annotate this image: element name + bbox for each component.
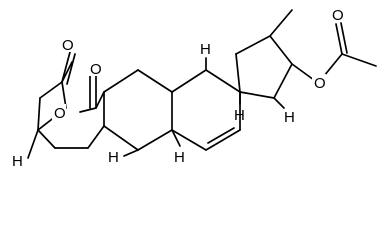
bond-h-bridge xyxy=(27,129,39,159)
bond-a2 xyxy=(37,97,41,131)
bond-e5 xyxy=(239,91,275,99)
bond-d1 xyxy=(171,69,207,93)
bond-a1 xyxy=(39,81,63,99)
bond-d5 xyxy=(171,129,207,151)
bond-k1 xyxy=(61,51,71,83)
bond-methyl xyxy=(269,9,293,37)
h-c14-label: H xyxy=(284,109,295,126)
bond-a3 xyxy=(37,129,56,149)
h-c5-label: H xyxy=(108,149,119,166)
bond-a8 xyxy=(61,81,67,109)
structure-diagram: O O O O O H H H H H H xyxy=(12,6,377,170)
bond-h-c5 xyxy=(123,149,139,157)
bond-d4 xyxy=(205,129,241,151)
bond-c1 xyxy=(103,69,139,93)
bond-d2 xyxy=(205,69,241,93)
ester-oxygen-label: O xyxy=(314,75,326,92)
atom-labels: O O O O O H H H H H H xyxy=(12,6,344,170)
bond-e1 xyxy=(235,53,241,93)
h-c6-label: H xyxy=(174,149,185,166)
h-bridgehead-label: H xyxy=(12,153,23,170)
bond-h-c6 xyxy=(171,129,181,147)
bond-f3 xyxy=(341,53,377,67)
bond-k2 xyxy=(66,53,76,85)
bonds xyxy=(27,9,377,159)
bond-e3 xyxy=(269,35,293,65)
bond-c4 xyxy=(137,129,173,151)
bond-b2 xyxy=(79,107,97,113)
bond-b1 xyxy=(95,91,105,109)
bond-f4 xyxy=(335,23,343,55)
bond-c2 xyxy=(137,69,173,93)
bond-h-c14 xyxy=(273,97,285,109)
bond-f5 xyxy=(340,22,348,54)
ketone-oxygen-label: O xyxy=(62,37,74,54)
acetyl-carbonyl-oxygen-label: O xyxy=(332,7,344,24)
h-c8-label: H xyxy=(234,107,245,124)
ring-oxygen-label: O xyxy=(54,105,66,122)
bond-e4 xyxy=(273,63,293,99)
bond-a5 xyxy=(87,125,105,149)
molecule-svg: O O O O O H H H H H H xyxy=(12,6,377,170)
bond-e2 xyxy=(235,35,271,55)
bond-f2 xyxy=(323,53,343,77)
h-c9-label: H xyxy=(200,41,211,58)
bond-f1 xyxy=(291,63,315,81)
bridge-carbonyl-oxygen-label: O xyxy=(90,61,102,78)
bond-c5 xyxy=(103,125,139,151)
bond-d6 xyxy=(207,127,235,144)
